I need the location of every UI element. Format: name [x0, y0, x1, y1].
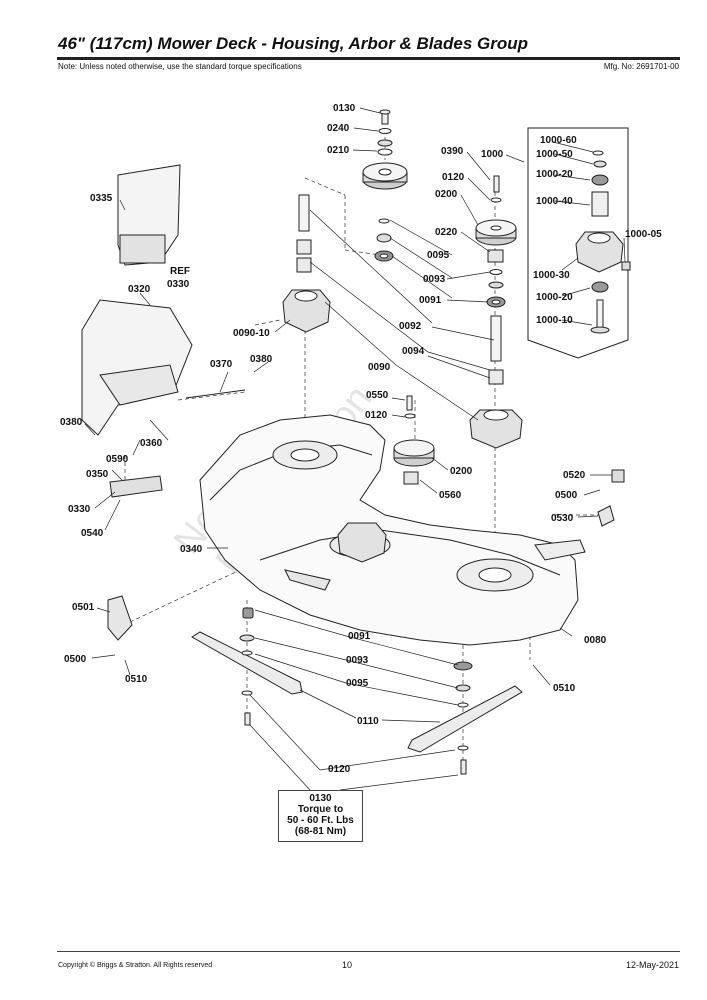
blades [191, 607, 523, 775]
pulley-assembly-top [362, 109, 408, 262]
callout-0500-left: 0500 [64, 654, 87, 665]
leader-lines [84, 107, 626, 791]
callout-0095-bot: 0095 [346, 678, 369, 689]
callout-1000-30: 1000-30 [533, 270, 570, 281]
callout-0510-left: 0510 [125, 674, 148, 685]
callout-1000-20-bot: 1000-20 [536, 292, 573, 303]
callout-0530: 0530 [551, 513, 574, 524]
page-number: 10 [342, 960, 353, 970]
spindle-left [282, 194, 331, 333]
torque-spec-box: 0130 Torque to 50 - 60 Ft. Lbs (68-81 Nm… [278, 790, 363, 842]
deck-housing [199, 414, 586, 646]
callout-1000-60: 1000-60 [540, 135, 577, 146]
callout-0501: 0501 [72, 602, 95, 613]
callout-1000-20-top: 1000-20 [536, 169, 573, 180]
footer-rule [57, 951, 680, 952]
callout-1000-05: 1000-05 [625, 229, 662, 240]
callout-1000-50: 1000-50 [536, 149, 573, 160]
callout-0093: 0093 [423, 274, 446, 285]
torque-line2: 50 - 60 Ft. Lbs [287, 815, 354, 826]
page-title: 46" (117cm) Mower Deck - Housing, Arbor … [58, 34, 528, 53]
callout-0090-10: 0090-10 [233, 328, 270, 339]
pulley-assembly-right [469, 175, 523, 449]
torque-note: Note: Unless noted otherwise, use the st… [58, 62, 302, 71]
callout-0091-bot: 0091 [348, 631, 371, 642]
callout-0520: 0520 [563, 470, 586, 481]
callout-0335: 0335 [90, 193, 113, 204]
callout-0330: 0330 [68, 504, 91, 515]
callout-0090: 0090 [368, 362, 391, 373]
copyright: Copyright © Briggs & Stratton. All Right… [58, 962, 213, 969]
callout-0510-right: 0510 [553, 683, 576, 694]
callout-0320: 0320 [128, 284, 151, 295]
callout-0092: 0092 [399, 321, 422, 332]
callout-0080: 0080 [584, 635, 607, 646]
callout-0340: 0340 [180, 544, 203, 555]
callout-0500-right: 0500 [555, 490, 578, 501]
callout-1000: 1000 [481, 149, 504, 160]
torque-part: 0130 [309, 793, 332, 804]
callout-0110: 0110 [357, 716, 379, 727]
callout-0120: 0120 [442, 172, 465, 183]
callout-0390: 0390 [441, 146, 464, 157]
mfg-number: Mfg. No: 2691701-00 [603, 62, 679, 71]
callout-0590: 0590 [106, 454, 129, 465]
torque-line1: Torque to [297, 804, 344, 815]
callout-0550: 0550 [366, 390, 389, 401]
header-rule [57, 57, 680, 60]
callout-0330-ref: 0330 [167, 279, 190, 290]
callout-0120-mid: 0120 [365, 410, 388, 421]
pulley-middle [337, 395, 435, 563]
torque-line3: (68-81 Nm) [294, 826, 347, 837]
callout-0095: 0095 [427, 250, 450, 261]
callout-0240: 0240 [327, 123, 350, 134]
callout-0094: 0094 [402, 346, 425, 357]
callout-0220: 0220 [435, 227, 458, 238]
callout-0380-top: 0380 [250, 354, 273, 365]
callout-ref: REF [170, 266, 190, 277]
callout-1000-10: 1000-10 [536, 315, 573, 326]
callout-0120-bot: 0120 [328, 764, 351, 775]
callout-0130: 0130 [333, 103, 356, 114]
callout-0093-bot: 0093 [346, 655, 369, 666]
arbor-assembly-box [527, 127, 631, 359]
callout-0091: 0091 [419, 295, 442, 306]
callout-1000-40: 1000-40 [536, 196, 573, 207]
callout-0200: 0200 [435, 189, 458, 200]
callout-0560: 0560 [439, 490, 462, 501]
callout-0540: 0540 [81, 528, 104, 539]
discharge-chute [81, 164, 625, 641]
callout-0360: 0360 [140, 438, 163, 449]
callout-0370: 0370 [210, 359, 233, 370]
publish-date: 12-May-2021 [625, 960, 679, 970]
callout-0380-left: 0380 [60, 417, 83, 428]
callout-labels: 0130 0240 0210 0390 1000 0120 0200 0220 … [60, 103, 662, 775]
callout-0350: 0350 [86, 469, 109, 480]
callout-0210: 0210 [327, 145, 350, 156]
callout-0200-mid: 0200 [450, 466, 473, 477]
